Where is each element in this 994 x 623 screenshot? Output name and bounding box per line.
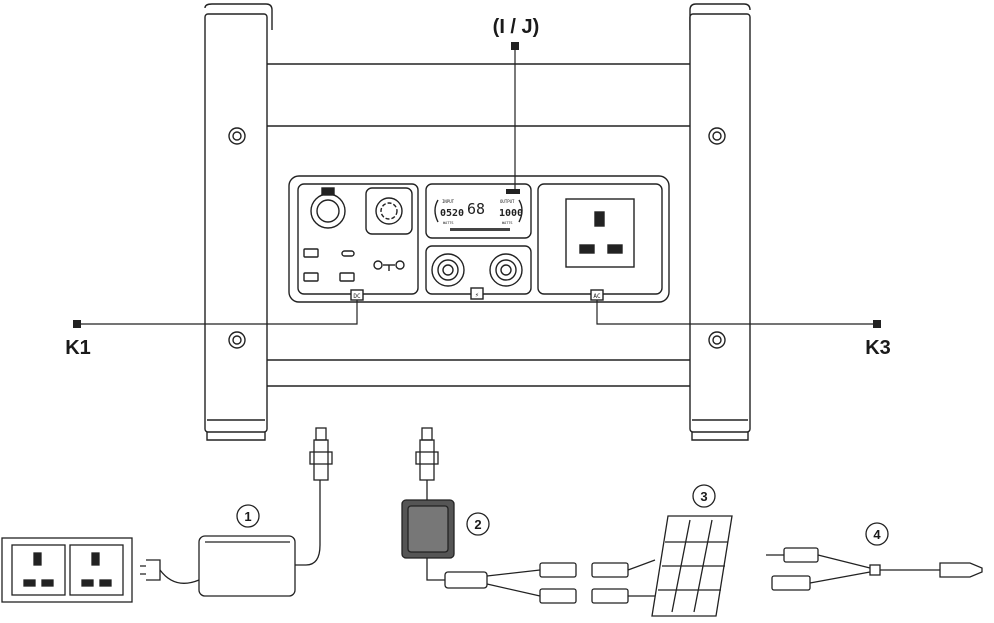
display-status-bar	[450, 228, 510, 231]
ac-tag-label: AC	[593, 293, 601, 300]
anderson-port-icon	[365, 187, 413, 235]
callout-marker	[873, 320, 881, 328]
callout-4-number: 4	[873, 527, 881, 542]
car-charging-cable	[766, 547, 983, 591]
callout-marker	[73, 320, 81, 328]
label-left: K1	[65, 337, 91, 359]
screw-icon	[228, 331, 246, 349]
display-input-value: 0520	[440, 208, 464, 219]
callout-4-circle	[865, 522, 889, 546]
dc-barrel-port-icon	[395, 260, 405, 270]
label-top: (I / J)	[493, 16, 540, 38]
usb-c-pd-port-icon	[489, 253, 523, 287]
usb-a-port-icon	[303, 248, 319, 258]
callout-3-circle	[692, 484, 716, 508]
callout-2-number: 2	[474, 517, 481, 532]
dc-barrel-port-icon	[373, 260, 383, 270]
display-input-label: INPUT	[442, 199, 455, 204]
callout-marker	[511, 42, 519, 50]
usb-a-port-icon	[339, 272, 355, 282]
display-output-unit: WATTS	[502, 221, 513, 225]
screw-icon	[708, 127, 726, 145]
screw-icon	[228, 127, 246, 145]
right-frame-leg	[689, 3, 751, 441]
lcd-display	[425, 183, 532, 239]
uk-ac-outlet-icon	[565, 198, 635, 268]
dc-tag-label: DC	[353, 293, 361, 300]
screw-icon	[708, 331, 726, 349]
left-frame-leg	[204, 3, 273, 441]
callout-3-number: 3	[700, 489, 707, 504]
display-percent-value: 68	[467, 200, 485, 218]
battery-icon	[506, 189, 520, 194]
callout-leaders	[77, 46, 877, 325]
display-input-unit: WATTS	[443, 221, 454, 225]
usb-c-port-icon	[341, 250, 355, 257]
solar-charge-controller	[401, 427, 656, 604]
wall-socket	[1, 537, 133, 603]
solar-panel	[651, 515, 733, 617]
usb-c-tag	[470, 287, 484, 300]
display-output-label: OUTPUT	[500, 199, 515, 204]
callout-2-circle	[466, 512, 490, 536]
power-station	[204, 3, 751, 441]
ac-adapter	[140, 427, 333, 597]
usb-c-pd-port-icon	[431, 253, 465, 287]
display-readouts: INPUT 0520 WATTS 68 OUTPUT 1000 WATTS	[440, 189, 523, 231]
label-right: K3	[865, 337, 891, 359]
callout-1-number: 1	[244, 509, 251, 524]
control-panel	[288, 175, 670, 303]
usb-c-tag-label: ⚡	[475, 291, 479, 299]
callout-1-circle	[236, 504, 260, 528]
display-output-value: 1000	[499, 208, 523, 219]
usb-a-port-icon	[303, 272, 319, 282]
